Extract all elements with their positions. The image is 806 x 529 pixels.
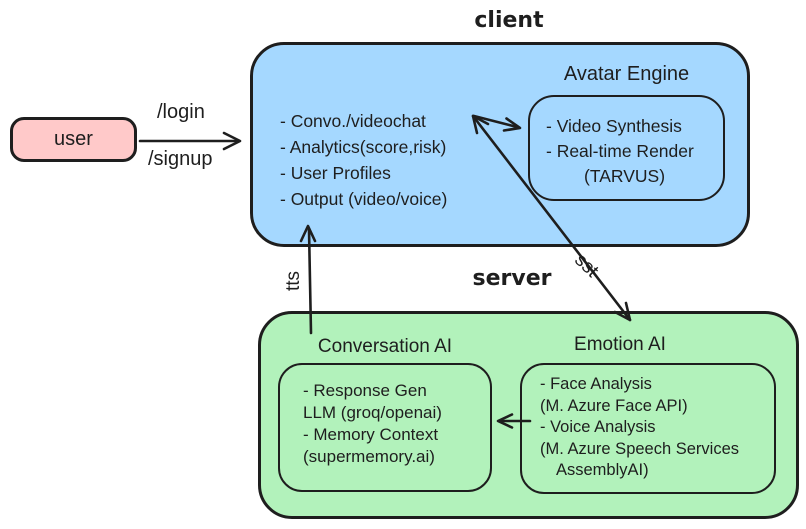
- conversation-ai-lines: - Response Gen LLM (groq/openai) - Memor…: [303, 380, 442, 468]
- emotion-ai-line: - Face Analysis: [540, 375, 652, 393]
- client-feature-line: - Analytics(score,risk): [280, 137, 447, 157]
- conversation-ai-line: (supermemory.ai): [303, 447, 435, 466]
- avatar-engine-title: Avatar Engine: [563, 63, 690, 85]
- server-group-title: server: [472, 266, 552, 291]
- emotion-ai-line: - Voice Analysis: [540, 418, 656, 436]
- emotion-ai-lines: - Face Analysis (M. Azure Face API) - Vo…: [540, 374, 739, 482]
- user-node: user: [10, 117, 137, 162]
- client-feature-line: - User Profiles: [280, 163, 391, 183]
- emotion-ai-line: (M. Azure Speech Services: [540, 439, 739, 458]
- arrow-user-to-client: [138, 131, 242, 151]
- client-feature-line: - Convo./videochat: [280, 111, 426, 131]
- avatar-engine-line: - Video Synthesis: [546, 116, 682, 136]
- user-node-label: user: [54, 128, 93, 150]
- edge-label-login: /login: [157, 101, 205, 123]
- avatar-engine-line: - Real-time Render: [546, 141, 694, 161]
- edge-label-tts: tts: [283, 270, 304, 292]
- conversation-ai-line: - Response Gen: [303, 381, 427, 400]
- emotion-ai-title: Emotion AI: [574, 334, 666, 355]
- avatar-engine-lines: - Video Synthesis - Real-time Render (TA…: [546, 114, 694, 189]
- emotion-ai-node: [520, 363, 776, 494]
- conversation-ai-line: - Memory Context: [303, 425, 439, 444]
- client-group-title: client: [474, 8, 544, 33]
- client-feature-list: - Convo./videochat - Analytics(score,ris…: [280, 108, 447, 212]
- edge-label-signup: /signup: [148, 148, 213, 170]
- conversation-ai-title: Conversation AI: [317, 336, 453, 357]
- conversation-ai-line: LLM (groq/openai): [303, 403, 442, 422]
- emotion-ai-line: AssemblyAI): [556, 461, 649, 479]
- emotion-ai-line: (M. Azure Face API): [540, 396, 688, 415]
- avatar-engine-line: (TARVUS): [584, 166, 666, 186]
- conversation-ai-node: [278, 363, 492, 492]
- client-feature-line: - Output (video/voice): [280, 189, 448, 209]
